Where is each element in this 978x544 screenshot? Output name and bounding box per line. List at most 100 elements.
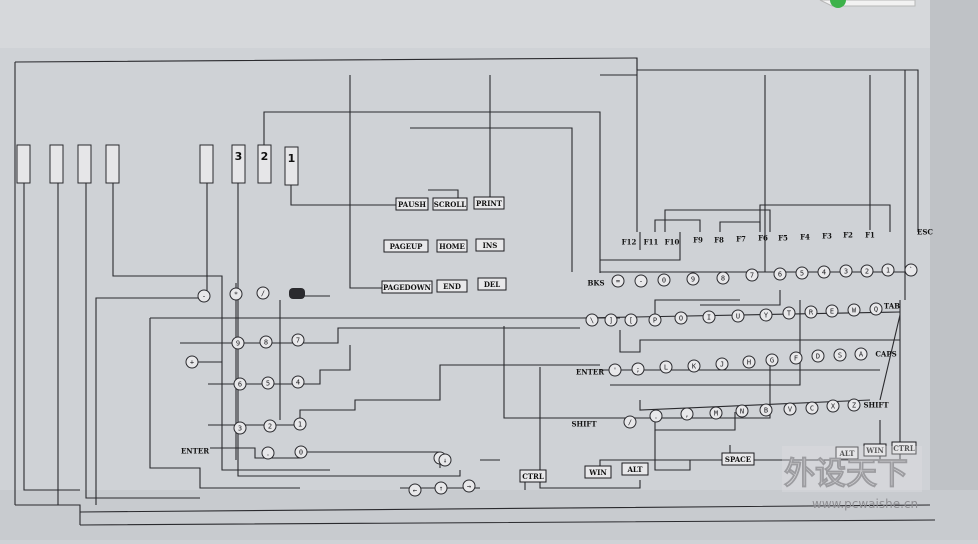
key-node-label: M: [714, 410, 718, 418]
key-node-circle: [826, 399, 840, 413]
key-box-frame: [584, 465, 612, 479]
key-node-circle: [294, 445, 308, 459]
key-box-label: SCROLL: [434, 200, 466, 209]
key-box-win_l: WIN: [584, 465, 612, 479]
key-box-frame: [721, 452, 755, 466]
fkey-f4: F4: [800, 233, 810, 242]
key-node-circle: [811, 349, 825, 363]
fkey-f9: F9: [693, 236, 703, 245]
connector-pin-body: [257, 144, 272, 184]
watermark: 外设天下 www.pcwaishe.cn: [782, 446, 922, 511]
key-node-label: L: [664, 364, 668, 372]
key-node-circle: [795, 266, 809, 280]
connector-pin-body: [231, 144, 246, 184]
key-node: -: [197, 289, 211, 303]
key-box-label: SPACE: [725, 455, 751, 464]
key-box-end: END: [436, 279, 468, 293]
wires: [14, 57, 936, 526]
key-node-circle: [231, 336, 245, 350]
key-node-circle: [261, 376, 275, 390]
key-node: N: [735, 404, 749, 418]
key-node: 5: [795, 266, 809, 280]
key-node: 1: [881, 263, 895, 277]
key-node: I: [702, 310, 716, 324]
key-node: 4: [817, 265, 831, 279]
key-node-label: [: [629, 317, 633, 325]
key-node-circle: [259, 335, 273, 349]
key-node: B: [759, 403, 773, 417]
key-node-circle: [659, 360, 673, 374]
key-node-label: 2: [865, 268, 869, 276]
key-node-label: 9: [691, 276, 695, 284]
label-bks: BKS: [587, 279, 604, 288]
connector-pin: 2: [257, 144, 272, 184]
key-node: -: [634, 274, 648, 288]
key-node: 3: [839, 264, 853, 278]
key-node-circle: [623, 415, 637, 429]
key-box-scroll: SCROLL: [432, 197, 468, 211]
key-node-label: 8: [264, 339, 268, 347]
key-node: /: [623, 415, 637, 429]
key-node-circle: [229, 287, 243, 301]
key-node-circle: [624, 313, 638, 327]
key-node: /: [256, 286, 270, 300]
key-node-circle: [686, 272, 700, 286]
fkey-f5: F5: [778, 234, 788, 243]
connector-pin-label: 1: [288, 152, 296, 165]
key-node-circle: [735, 404, 749, 418]
key-box-label: PAGEUP: [390, 242, 424, 251]
connector-pin-body: [105, 144, 120, 184]
key-node: ,: [680, 407, 694, 421]
key-node: Q: [869, 302, 883, 316]
key-node-circle: [462, 479, 476, 493]
key-node-label: Y: [764, 312, 769, 320]
key-node: O: [674, 311, 688, 325]
key-node-label: .: [266, 450, 270, 458]
key-node: P: [648, 313, 662, 327]
key-node-circle: [817, 265, 831, 279]
key-node-label: I: [707, 314, 711, 322]
key-node-circle: [611, 274, 625, 288]
key-node-label: Z: [852, 402, 856, 410]
key-box-label: ALT: [839, 449, 856, 458]
key-node: +: [185, 355, 199, 369]
key-node-circle: [434, 481, 448, 495]
key-node-label: F: [794, 355, 798, 363]
connector-pin-label: 3: [235, 150, 243, 163]
key-node: 9: [686, 272, 700, 286]
key-node-label: U: [736, 313, 740, 321]
key-node-label: C: [810, 405, 814, 413]
key-node: G: [765, 353, 779, 367]
key-box-label: HOME: [439, 242, 465, 251]
key-node: 5: [261, 376, 275, 390]
key-node-label: ↑: [439, 485, 443, 493]
status-dot: [830, 0, 846, 8]
key-node: =: [611, 274, 625, 288]
key-node-label: S: [838, 352, 842, 360]
connector-pin-body: [16, 144, 31, 184]
key-node-circle: [881, 263, 895, 277]
key-node-label: 6: [238, 381, 242, 389]
key-node: Y: [759, 308, 773, 322]
key-node-label: N: [740, 408, 744, 416]
key-box-frame: [432, 197, 468, 211]
key-node: 0: [294, 445, 308, 459]
key-node: V: [783, 402, 797, 416]
key-node: K: [687, 359, 701, 373]
label-shift_l: SHIFT: [571, 420, 597, 429]
numlock-node-shape: [289, 288, 305, 299]
key-box-pagedown: PAGEDOWN: [381, 280, 433, 294]
key-node: 1: [293, 417, 307, 431]
key-node-label: 4: [822, 269, 826, 277]
key-node-label: T: [787, 310, 792, 318]
key-box-label: INS: [483, 241, 498, 250]
fkey-f8: F8: [714, 236, 724, 245]
key-node-circle: [854, 347, 868, 361]
key-node-circle: [608, 363, 622, 377]
key-node-label: /: [261, 290, 265, 298]
key-node-circle: [759, 308, 773, 322]
key-node-circle: [649, 409, 663, 423]
key-node-label: D: [816, 353, 820, 361]
key-node-circle: [631, 362, 645, 376]
